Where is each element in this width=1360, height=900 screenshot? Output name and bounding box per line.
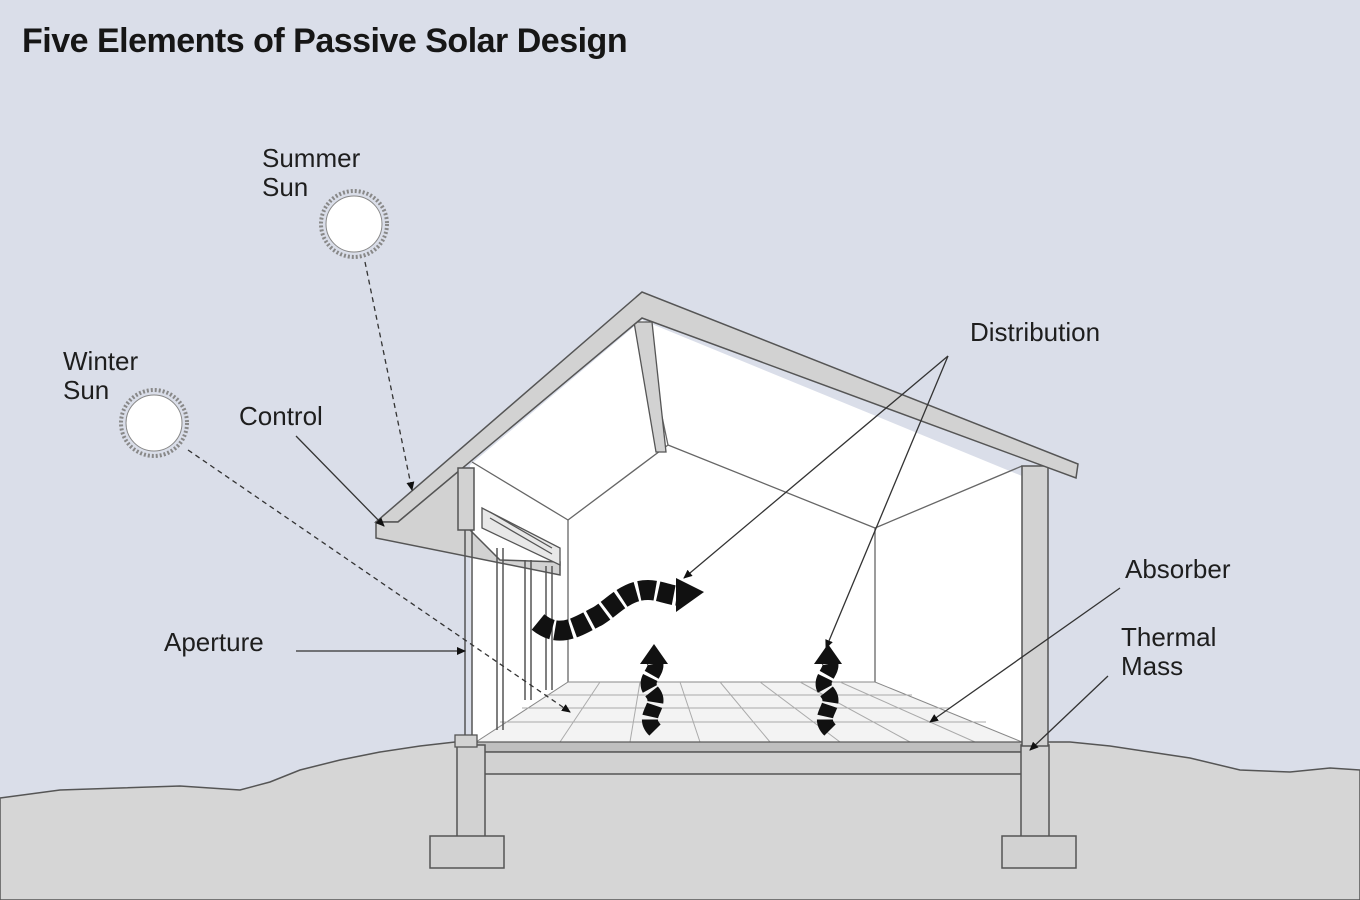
label-control: Control [239, 401, 323, 431]
label-thermal-mass: Thermal Mass [1121, 623, 1216, 681]
floor-tile-grid [474, 681, 1023, 743]
label-distribution: Distribution [970, 317, 1101, 347]
label-aperture: Aperture [164, 627, 264, 657]
airflow-arrow-horizontal [531, 578, 704, 641]
label-summer-sun: Summer Sun [262, 144, 360, 202]
foundations [429, 744, 1077, 869]
left-wall-stub [457, 467, 475, 531]
window-sill [454, 734, 478, 748]
label-thermal-mass-line-1: Thermal [1121, 622, 1217, 652]
diagram-title: Five Elements of Passive Solar Design [22, 22, 628, 60]
label-absorber: Absorber [1125, 554, 1231, 584]
airflow-arrow-vertical-1 [640, 644, 668, 736]
leader-lines [295, 355, 1121, 751]
label-winter-sun-line-1: Winter [63, 346, 139, 376]
summer-sun-icon [319, 189, 389, 259]
window-glazing [464, 530, 553, 738]
room-interior [470, 320, 1022, 745]
winter-sun-icon [119, 388, 189, 458]
label-winter-sun: Winter Sun [63, 347, 138, 405]
label-winter-sun-line-2: Sun [63, 375, 110, 405]
summer-sun-ray [364, 261, 415, 491]
label-summer-sun-line-2: Sun [262, 172, 309, 202]
floor-beam [471, 751, 1033, 775]
label-summer-sun-line-1: Summer [262, 143, 361, 173]
thermal-mass-slab [471, 741, 1028, 753]
label-thermal-mass-line-2: Mass [1121, 651, 1184, 681]
airflow-arrow-vertical-2 [814, 644, 842, 736]
window-shade [481, 506, 561, 567]
interior-soffit [633, 321, 667, 453]
right-wall [1021, 465, 1049, 747]
